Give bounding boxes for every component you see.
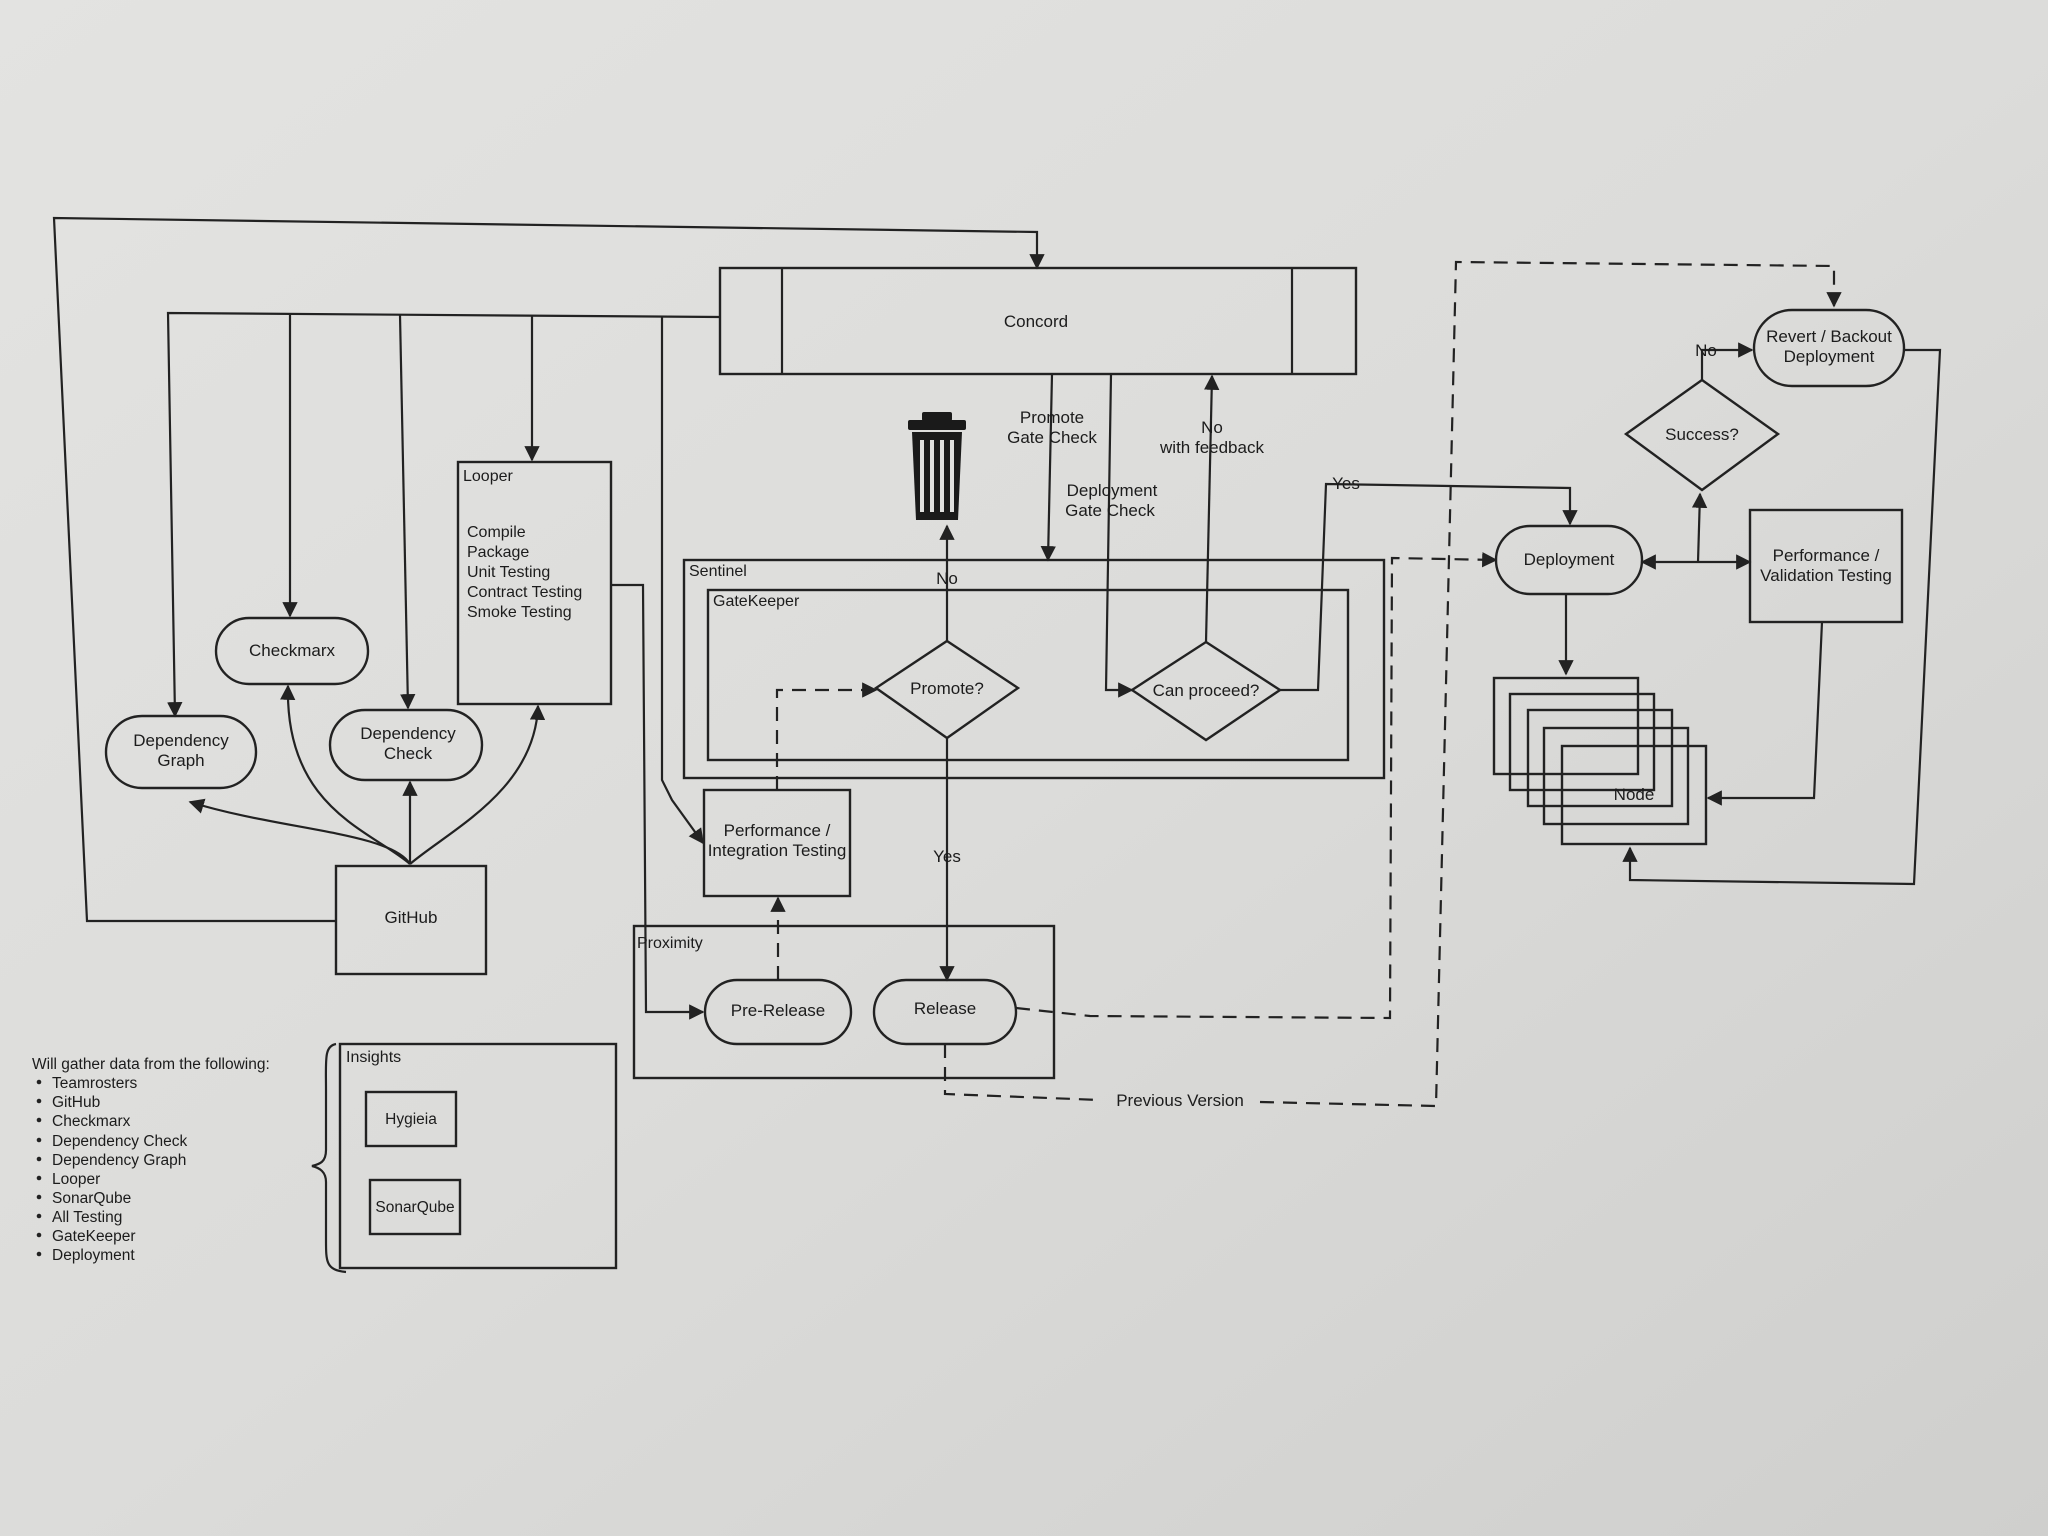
dependency-graph-node: Dependency Graph bbox=[104, 714, 258, 790]
insights-container: Insights bbox=[338, 1042, 618, 1270]
dependency-check-label-2: Check bbox=[384, 744, 433, 763]
note-item: Dependency Graph bbox=[52, 1152, 186, 1169]
node-stack: Node bbox=[1492, 676, 1708, 846]
edge-previous-version-to-revert bbox=[1259, 260, 1842, 1108]
label-deployment-gate-check-2: Gate Check bbox=[1065, 501, 1155, 520]
label-yes-release: Yes bbox=[933, 847, 961, 866]
edge-github-to-looper bbox=[409, 704, 546, 865]
looper-title: Looper bbox=[463, 468, 513, 485]
edge-github-to-concord bbox=[52, 216, 1045, 923]
edge-github-to-dependency-graph bbox=[188, 798, 411, 865]
looper-item-compile: Compile bbox=[467, 524, 526, 541]
sonarqube-label: SonarQube bbox=[375, 1199, 454, 1216]
dependency-graph-label-1: Dependency bbox=[133, 731, 229, 750]
note-item: GateKeeper bbox=[52, 1228, 136, 1245]
note-item: Deployment bbox=[52, 1247, 135, 1264]
promote-decision-label: Promote? bbox=[910, 679, 984, 698]
edge-concord-to-dependency-graph bbox=[166, 311, 721, 718]
note-item: SonarQube bbox=[52, 1190, 131, 1207]
edge-to-success bbox=[1691, 492, 1708, 563]
label-deployment-gate-check-1: Deployment bbox=[1067, 481, 1158, 500]
notes-title: Will gather data from the following: bbox=[32, 1056, 270, 1073]
looper-item-smoke-testing: Smoke Testing bbox=[467, 604, 572, 621]
insights-brace bbox=[311, 1042, 347, 1274]
looper-item-unit-testing: Unit Testing bbox=[467, 564, 550, 581]
hygieia-node: Hygieia bbox=[364, 1090, 458, 1148]
edge-promote-gate-check bbox=[1040, 373, 1056, 562]
success-decision-label: Success? bbox=[1665, 425, 1739, 444]
sonarqube-node: SonarQube bbox=[368, 1178, 462, 1236]
hygieia-label: Hygieia bbox=[385, 1111, 437, 1128]
release-label: Release bbox=[914, 999, 976, 1018]
edge-revert-to-node bbox=[1622, 348, 1942, 886]
looper-box: Looper Compile Package Unit Testing Cont… bbox=[456, 460, 613, 706]
dependency-check-node: Dependency Check bbox=[328, 708, 484, 782]
concord-label: Concord bbox=[1004, 312, 1068, 331]
edge-concord-to-dependency-check bbox=[398, 314, 416, 710]
edge-github-to-checkmarx bbox=[279, 684, 411, 865]
gatekeeper-label: GateKeeper bbox=[713, 593, 800, 610]
label-no-feedback-2: with feedback bbox=[1159, 438, 1264, 457]
note-item: Teamrosters bbox=[52, 1075, 138, 1092]
can-proceed-decision-label: Can proceed? bbox=[1153, 681, 1260, 700]
note-item: Checkmarx bbox=[52, 1113, 131, 1130]
label-promote-gate-check-1: Promote bbox=[1020, 408, 1084, 427]
pre-release-label: Pre-Release bbox=[731, 1001, 826, 1020]
label-no-feedback-1: No bbox=[1201, 418, 1223, 437]
checkmarx-label: Checkmarx bbox=[249, 641, 335, 660]
insights-label: Insights bbox=[346, 1049, 401, 1066]
proximity-label: Proximity bbox=[637, 935, 703, 952]
trash-can-icon bbox=[908, 412, 966, 520]
revert-label-2: Deployment bbox=[1784, 347, 1875, 366]
checkmarx-node: Checkmarx bbox=[214, 616, 370, 686]
proximity-container: Proximity bbox=[632, 924, 1056, 1080]
edge-previous-version-left bbox=[943, 1044, 1101, 1102]
dependency-check-label-1: Dependency bbox=[360, 724, 456, 743]
edge-perf-to-promote bbox=[775, 682, 878, 790]
label-yes-deploy: Yes bbox=[1332, 474, 1360, 493]
revert-label-1: Revert / Backout bbox=[1766, 327, 1892, 346]
edge-release-to-deployment bbox=[1015, 552, 1498, 1020]
note-item: GitHub bbox=[52, 1094, 100, 1111]
github-label: GitHub bbox=[385, 908, 438, 927]
perf-integration-label-1: Performance / bbox=[724, 821, 831, 840]
perf-integration-node: Performance / Integration Testing bbox=[702, 788, 852, 898]
perf-validation-label-2: Validation Testing bbox=[1760, 566, 1892, 585]
github-node: GitHub bbox=[334, 864, 488, 976]
edge-no-with-feedback bbox=[1203, 374, 1220, 643]
revert-node: Revert / Backout Deployment bbox=[1752, 308, 1906, 388]
edge-deployment-gate-check bbox=[1104, 373, 1134, 698]
deployment-label: Deployment bbox=[1524, 550, 1615, 569]
edge-success-no-to-revert bbox=[1700, 342, 1754, 380]
dependency-graph-label-2: Graph bbox=[157, 751, 204, 770]
note-item: Looper bbox=[52, 1171, 100, 1188]
sentinel-container: Sentinel bbox=[682, 558, 1386, 780]
notes-list: Will gather data from the following: Tea… bbox=[32, 1056, 270, 1264]
can-proceed-decision: Can proceed? bbox=[1129, 640, 1283, 742]
edge-perf-validation-to-node bbox=[1706, 621, 1824, 806]
node-label: Node bbox=[1614, 785, 1655, 804]
note-item: All Testing bbox=[52, 1209, 122, 1226]
label-previous-version: Previous Version bbox=[1116, 1091, 1244, 1110]
edge-concord-to-sentinel bbox=[660, 316, 704, 845]
edge-looper-to-pre-release bbox=[611, 583, 705, 1020]
looper-item-package: Package bbox=[467, 544, 529, 561]
sentinel-label: Sentinel bbox=[689, 563, 747, 580]
note-item: Dependency Check bbox=[52, 1133, 188, 1150]
label-no-revert: No bbox=[1695, 341, 1717, 360]
gatekeeper-container: GateKeeper bbox=[706, 588, 1350, 762]
label-no: No bbox=[936, 569, 958, 588]
perf-integration-label-2: Integration Testing bbox=[708, 841, 847, 860]
perf-validation-node: Performance / Validation Testing bbox=[1748, 508, 1904, 624]
edge-yes-to-deployment bbox=[1280, 482, 1578, 692]
perf-validation-label-1: Performance / bbox=[1773, 546, 1880, 565]
looper-item-contract-testing: Contract Testing bbox=[467, 584, 582, 601]
success-decision: Success? bbox=[1623, 378, 1781, 492]
label-promote-gate-check-2: Gate Check bbox=[1007, 428, 1097, 447]
